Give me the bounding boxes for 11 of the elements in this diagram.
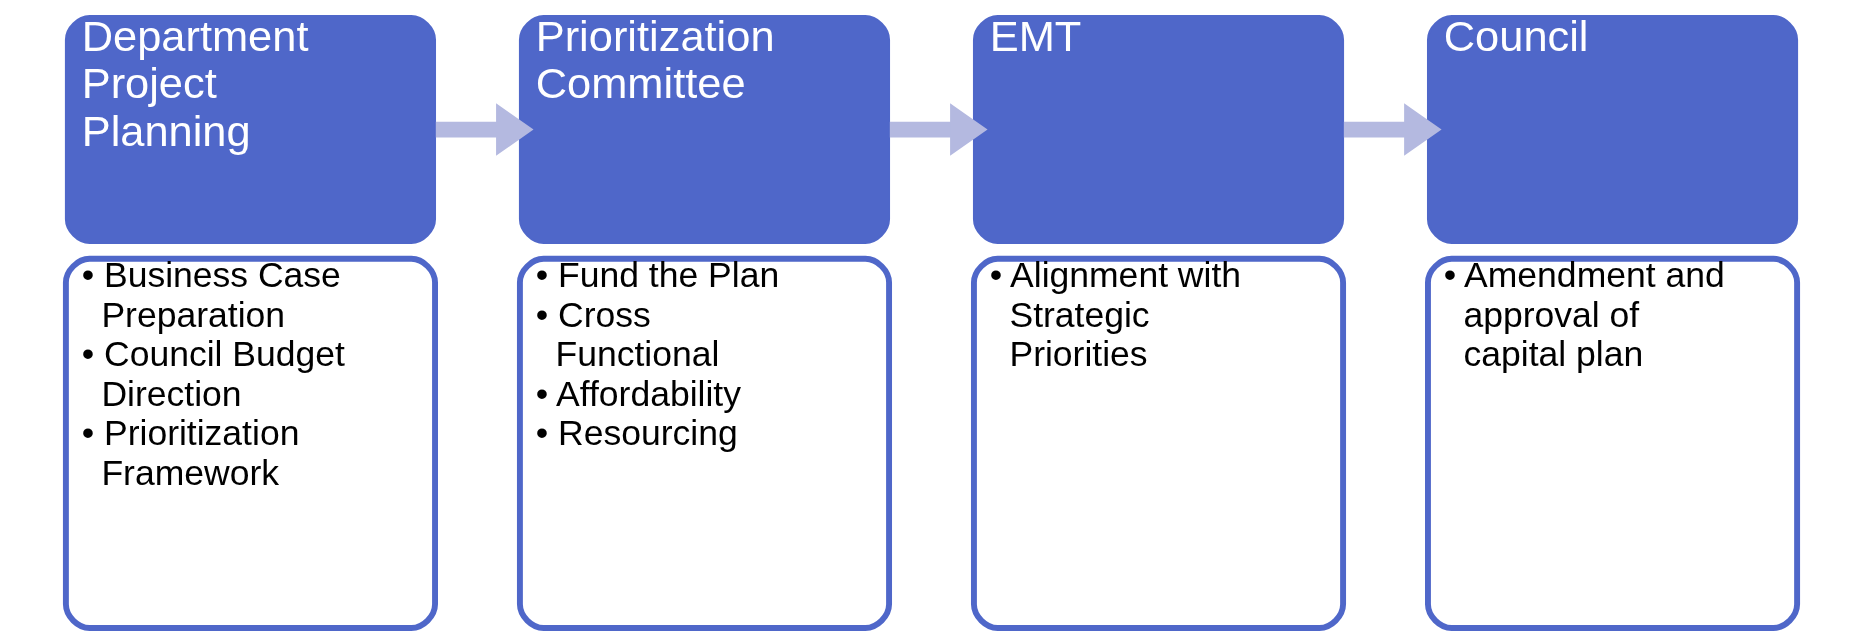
node-box: EMT bbox=[972, 15, 1344, 245]
arrow bbox=[1343, 103, 1442, 156]
arrow bbox=[435, 103, 534, 156]
node-box: • Fund the Plan • Cross Functional • Affordability • Resourcing bbox=[516, 255, 892, 631]
node-box: • Business Case Preparation • Council Budget Direction • Prioritization Framework bbox=[62, 255, 438, 631]
node-box: • Alignment with Strategic Priorities bbox=[970, 255, 1346, 631]
node-box: Prioritization Committee bbox=[518, 15, 890, 245]
node-box: • Amendment and approval of capital plan bbox=[1424, 255, 1800, 631]
arrow bbox=[889, 103, 988, 156]
node-box: Department Project Planning bbox=[64, 15, 436, 245]
node-box: Council bbox=[1426, 15, 1798, 245]
